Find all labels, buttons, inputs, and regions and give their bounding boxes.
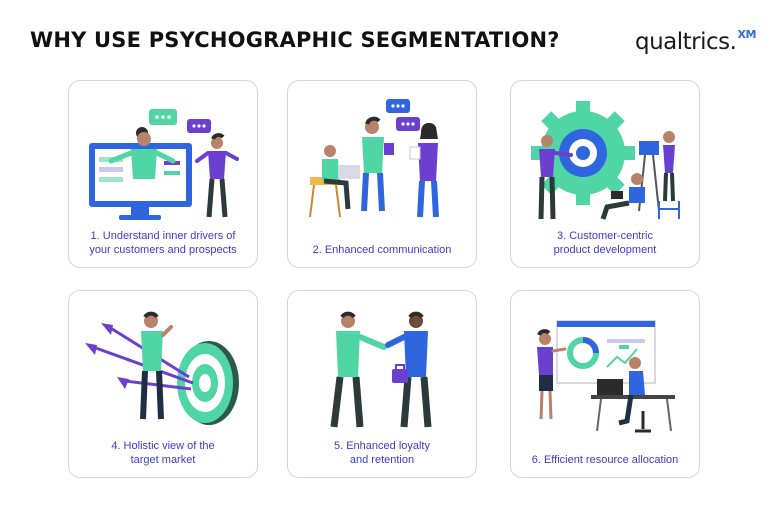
card-caption: 1. Understand inner drivers of your cust…: [75, 229, 251, 257]
gear-product-illustration: [531, 101, 680, 220]
caption-line: 6. Efficient resource allocation: [531, 454, 679, 466]
card-caption: 5. Enhanced loyalty and retention: [294, 439, 470, 467]
card-product-development: 3. Customer-centric product development: [510, 80, 700, 268]
card-caption: 6. Efficient resource allocation: [517, 453, 693, 467]
caption-line: 4. Holistic view of the: [111, 440, 215, 452]
page-title: WHY USE PSYCHOGRAPHIC SEGMENTATION?: [30, 28, 560, 52]
logo-xm: XM: [737, 28, 756, 41]
caption-line: 1. Understand inner drivers of: [90, 230, 236, 242]
card-loyalty: 5. Enhanced loyalty and retention: [287, 290, 477, 478]
caption-line: and retention: [349, 454, 415, 466]
logo-text: qualtrics.: [635, 29, 737, 55]
qualtrics-logo: qualtrics.XM: [635, 28, 756, 55]
card-caption: 3. Customer-centric product development: [517, 229, 693, 257]
dashboard-desk-illustration: [537, 320, 675, 433]
card-caption: 4. Holistic view of the target market: [75, 439, 251, 467]
card-communication: 2. Enhanced communication: [287, 80, 477, 268]
card-inner-drivers: 1. Understand inner drivers of your cust…: [68, 80, 258, 268]
team-conversation-illustration: [309, 99, 439, 218]
card-resource-allocation: 6. Efficient resource allocation: [510, 290, 700, 478]
caption-line: target market: [130, 454, 196, 466]
caption-line: 5. Enhanced loyalty: [333, 440, 430, 452]
caption-line: 3. Customer-centric: [557, 230, 653, 242]
target-darts-illustration: [85, 311, 239, 425]
card-caption: 2. Enhanced communication: [294, 243, 470, 257]
handshake-illustration: [330, 311, 432, 428]
caption-line: 2. Enhanced communication: [312, 244, 452, 256]
card-target-market: 4. Holistic view of the target market: [68, 290, 258, 478]
caption-line: product development: [553, 244, 657, 256]
caption-line: your customers and prospects: [89, 244, 237, 256]
monitor-presentation-illustration: [89, 109, 239, 220]
